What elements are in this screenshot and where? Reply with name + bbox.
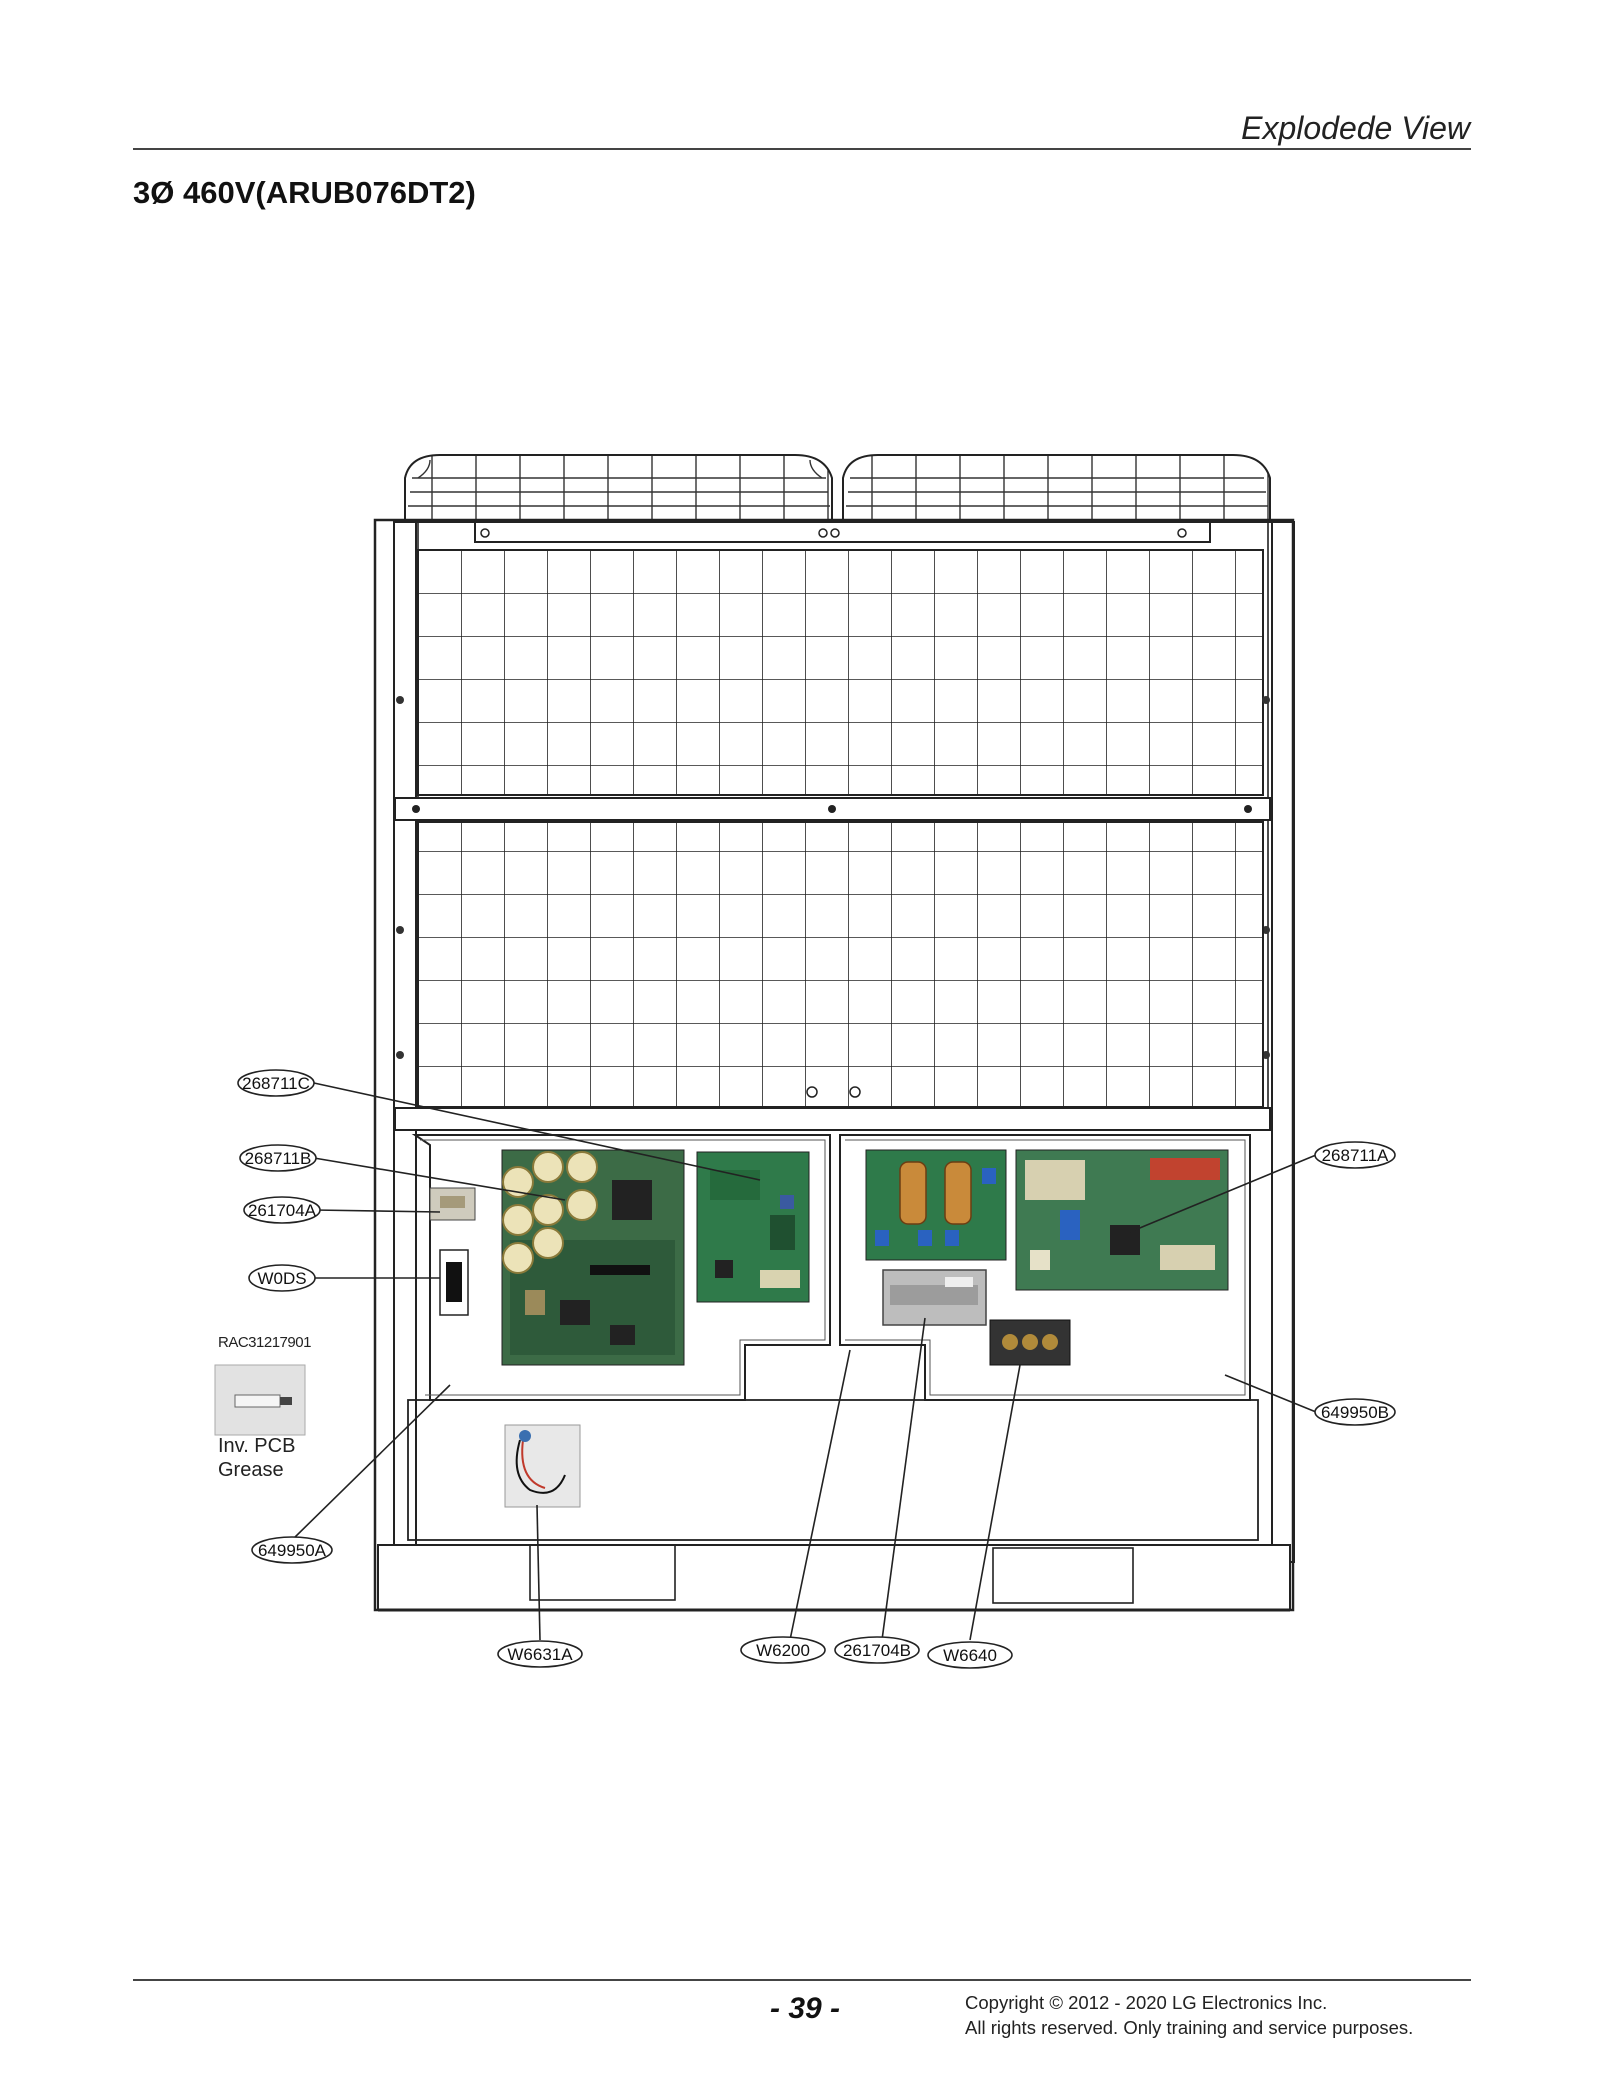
callout-268711A: 268711A: [1314, 1141, 1396, 1169]
copyright-notice: Copyright © 2012 - 2020 LG Electronics I…: [965, 1990, 1413, 2040]
callout-W6200: W6200: [740, 1636, 826, 1664]
grease-part-number: RAC31217901: [218, 1334, 311, 1351]
section-title: Explodede View: [1241, 110, 1470, 146]
copyright-line2: All rights reserved. Only training and s…: [965, 2017, 1414, 2038]
callout-261704B: 261704B: [834, 1636, 920, 1664]
grease-label-line2: Grease: [218, 1459, 284, 1481]
top-frame-bar: [474, 521, 1211, 543]
page-number: - 39 -: [770, 1992, 841, 2025]
leader-lines: [291, 1082, 1317, 1641]
callout-649950A-label: 649950A: [258, 1541, 327, 1560]
header-divider: [133, 148, 1471, 150]
callout-268711A-label: 268711A: [1322, 1146, 1389, 1165]
transformer-261704A: [429, 1187, 476, 1221]
grease-photo: [214, 1364, 306, 1436]
terminal-block: [989, 1319, 1071, 1366]
callout-261704A-label: 261704A: [248, 1201, 317, 1220]
fan-guard-left: [404, 454, 833, 523]
callout-649950A: 649950A: [251, 1536, 333, 1564]
callout-W6640-label: W6640: [943, 1646, 997, 1665]
wire-harness-W6631A: [504, 1424, 581, 1508]
callout-649950B: 649950B: [1314, 1398, 1396, 1426]
middle-brace: [394, 797, 1271, 821]
base-frame: [377, 1544, 1291, 1612]
grease-label-line1: Inv. PCB: [218, 1435, 296, 1457]
callout-268711C-label: 268711C: [242, 1074, 310, 1093]
footer-divider: [133, 1979, 1471, 1981]
fan-guard-right: [842, 454, 1271, 523]
grease-label: Inv. PCB Grease: [218, 1434, 338, 1482]
relay-W0DS: [439, 1249, 469, 1316]
callout-W6640: W6640: [927, 1641, 1013, 1669]
callout-W0DS-label: W0DS: [257, 1269, 306, 1288]
callout-W6631A: W6631A: [497, 1640, 583, 1668]
callout-W6200-label: W6200: [756, 1641, 810, 1660]
callout-649950B-label: 649950B: [1321, 1403, 1389, 1422]
callout-268711B-label: 268711B: [245, 1149, 312, 1168]
copyright-line1: Copyright © 2012 - 2020 LG Electronics I…: [965, 1992, 1328, 2013]
callout-W6631A-label: W6631A: [507, 1645, 573, 1664]
noise-filter-pcb: [865, 1149, 1007, 1261]
callout-W0DS: W0DS: [248, 1264, 316, 1292]
fan-pcb: [696, 1151, 810, 1303]
callout-268711C: 268711C: [237, 1069, 315, 1097]
main-pcb: [1015, 1149, 1229, 1291]
coil-lower: [417, 821, 1264, 1108]
callout-268711B: 268711B: [239, 1144, 317, 1172]
reactor-component: [882, 1269, 987, 1326]
inverter-pcb: [501, 1149, 685, 1366]
page-title: 3Ø 460V(ARUB076DT2): [133, 175, 476, 210]
coil-upper: [417, 549, 1264, 796]
callout-261704B-label: 261704B: [843, 1641, 911, 1660]
callout-261704A: 261704A: [243, 1196, 321, 1224]
